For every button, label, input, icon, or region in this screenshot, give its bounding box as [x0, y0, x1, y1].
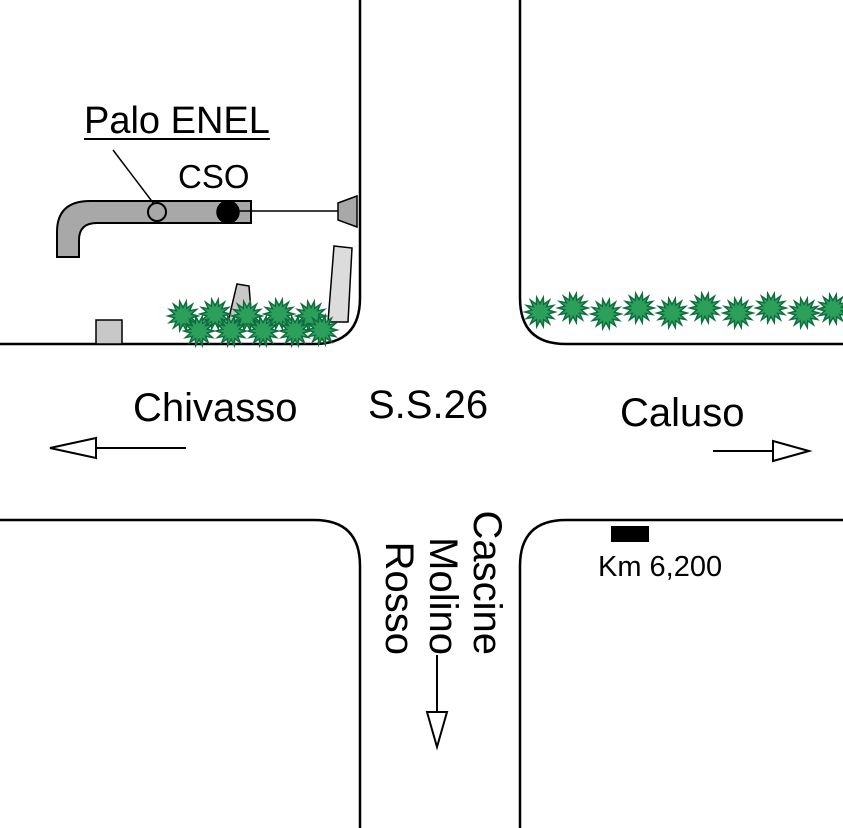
post-small	[95, 319, 123, 345]
rosso-line: Rosso	[377, 541, 421, 655]
cascine-molino-rosso-label: Cascine Molino Rosso	[371, 485, 509, 655]
pole-clamp-icon	[147, 202, 167, 222]
direction-arrows	[49, 436, 813, 751]
bush-icon	[817, 293, 843, 325]
bush-icon	[656, 297, 688, 329]
chivasso-label: Chivasso	[133, 386, 298, 430]
bush-icon	[788, 297, 820, 329]
pole-arm	[56, 200, 252, 258]
arrow-west-icon	[49, 436, 97, 460]
km-marker-icon	[611, 526, 649, 542]
road-edge-top-right	[518, 0, 843, 346]
enel-pole-structure	[56, 149, 358, 345]
cascine-line: Cascine	[465, 510, 509, 655]
arrow-east-icon	[772, 439, 813, 463]
palo-enel-leader-line	[112, 149, 155, 205]
road-edge-top-left	[0, 0, 362, 346]
palo-enel-label: Palo ENEL	[84, 100, 270, 142]
road-edge-bottom-right	[518, 518, 843, 828]
km-label: Km 6,200	[598, 551, 723, 583]
bush-icon	[755, 292, 787, 324]
bushes-right	[524, 292, 843, 330]
road-edge-bottom-left	[0, 518, 362, 828]
bush-icon	[590, 298, 622, 330]
post-tall	[327, 245, 353, 323]
caluso-label: Caluso	[620, 391, 745, 435]
bush-icon	[524, 296, 556, 328]
arrow-south-icon	[425, 711, 449, 751]
bushes-left	[167, 298, 338, 347]
bush-icon	[557, 292, 589, 324]
cso-label: CSO	[178, 158, 250, 195]
bush-icon	[689, 292, 721, 324]
bush-icon	[623, 292, 655, 324]
ss26-road-label: S.S.26	[368, 383, 489, 427]
insulator-icon	[337, 194, 358, 229]
cso-point-icon	[216, 200, 240, 224]
molino-line: Molino	[421, 537, 465, 655]
bush-icon	[722, 297, 754, 329]
